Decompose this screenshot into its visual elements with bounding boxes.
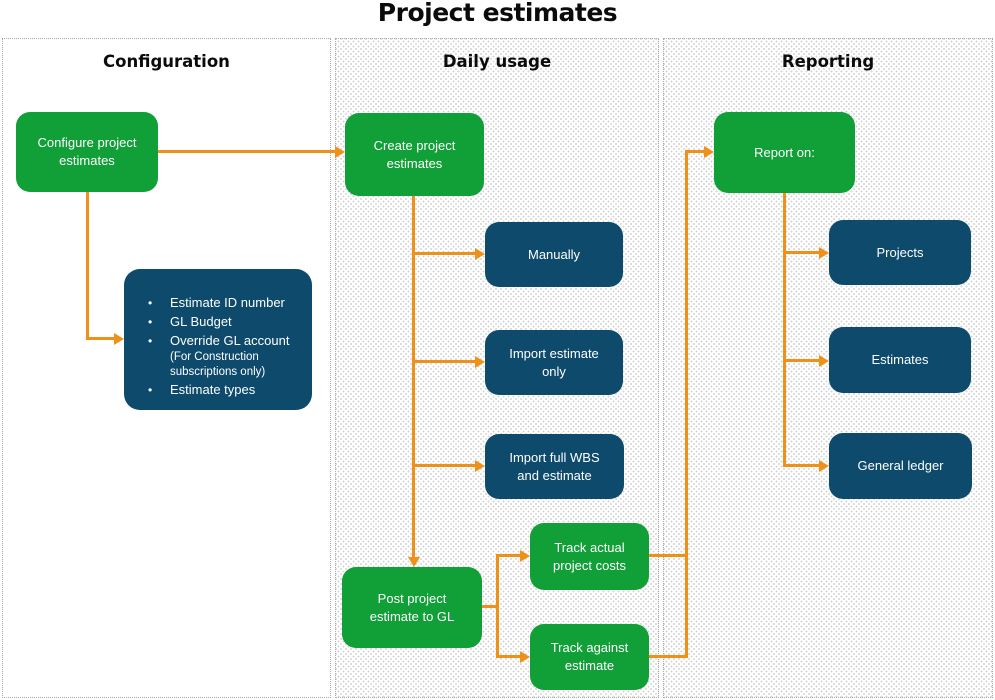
node-label: Manually <box>527 246 581 262</box>
connector-up-to-report <box>685 150 688 658</box>
node-configure-project-estimates: Configure project estimates <box>16 112 158 192</box>
connector-post-branch <box>496 554 499 658</box>
connector-configure-to-create <box>158 150 336 153</box>
arrowhead-into-post-icon <box>408 557 420 567</box>
bullet-icon: • <box>148 315 153 330</box>
node-label: Create project estimates <box>373 137 456 171</box>
connector-track-costs-right <box>649 554 688 557</box>
node-label: Track against estimate <box>550 640 629 673</box>
bullet-icon: • <box>148 382 153 397</box>
node-label: Projects <box>876 244 924 260</box>
node-label: Configure project estimates <box>37 135 137 168</box>
arrowhead-into-estimates-icon <box>819 355 829 367</box>
node-label: Track actual project costs <box>553 539 626 573</box>
connector-to-general-ledger <box>783 464 821 467</box>
arrowhead-into-manually-icon <box>475 248 485 260</box>
arrowhead-into-import-estimate-icon <box>475 356 485 368</box>
connector-to-track-costs <box>496 554 522 557</box>
arrowhead-into-import-wbs-icon <box>475 460 485 472</box>
node-track-against-estimate: Track against estimate <box>530 624 649 690</box>
connector-to-import-wbs <box>412 464 476 467</box>
node-configuration-details: • Estimate ID number • GL Budget • Overr… <box>124 269 312 410</box>
node-label: Report on: <box>754 144 815 160</box>
connector-post-right <box>482 605 499 608</box>
node-label: Import estimate only <box>509 345 599 379</box>
connector-track-estimate-right <box>649 655 688 658</box>
connector-to-report-on <box>685 150 706 153</box>
node-track-actual-costs: Track actual project costs <box>530 523 649 590</box>
node-import-full-wbs: Import full WBS and estimate <box>485 434 624 499</box>
list-item-label: Estimate ID number <box>170 295 285 310</box>
list-item-text: Override GL account <box>170 333 290 349</box>
connector-to-estimates <box>783 359 821 362</box>
connector-configure-to-details <box>86 337 116 340</box>
bullet-icon: • <box>148 296 153 310</box>
list-item: • Override GL account (For Construction … <box>148 333 298 378</box>
list-item-label: Override GL account (For Construction su… <box>170 333 298 378</box>
connector-create-down <box>412 196 415 557</box>
list-item: • Estimate ID number <box>148 295 298 311</box>
connector-to-track-estimate <box>496 655 522 658</box>
node-estimates: Estimates <box>829 327 971 393</box>
column-configuration-header: Configuration <box>103 52 230 71</box>
node-label: Import full WBS and estimate <box>509 449 600 483</box>
list-item-label: GL Budget <box>170 314 232 330</box>
node-manually: Manually <box>485 222 623 287</box>
arrowhead-into-details-icon <box>114 333 124 345</box>
node-post-project-estimate: Post project estimate to GL <box>342 567 482 648</box>
connector-to-projects <box>783 251 821 254</box>
column-reporting-header: Reporting <box>781 52 875 71</box>
node-label: Post project estimate to GL <box>369 590 455 624</box>
arrowhead-into-create-icon <box>335 146 345 158</box>
arrowhead-into-projects-icon <box>819 247 829 259</box>
node-create-project-estimates: Create project estimates <box>345 113 484 196</box>
arrowhead-into-track-estimate-icon <box>520 651 530 663</box>
node-general-ledger: General ledger <box>829 433 972 499</box>
list-item-label: Estimate types <box>170 381 256 397</box>
node-import-estimate-only: Import estimate only <box>485 330 623 395</box>
node-label: General ledger <box>857 458 944 474</box>
connector-report-down <box>783 193 786 467</box>
column-daily-usage-header: Daily usage <box>442 52 552 71</box>
node-report-on: Report on: <box>714 112 855 193</box>
list-item-note: (For Construction subscriptions only) <box>170 351 266 378</box>
connector-to-import-estimate <box>412 360 476 363</box>
list-item: • GL Budget <box>148 314 298 330</box>
list-item: • Estimate types <box>148 382 298 398</box>
bullet-icon: • <box>148 334 153 349</box>
connector-to-manually <box>412 252 476 255</box>
arrowhead-into-track-costs-icon <box>520 550 530 562</box>
arrowhead-into-report-on-icon <box>704 146 714 158</box>
connector-configure-down <box>86 192 89 339</box>
arrowhead-into-general-ledger-icon <box>819 460 829 472</box>
node-label: Estimates <box>871 352 929 368</box>
node-projects: Projects <box>829 220 971 285</box>
page-title: Project estimates <box>377 0 618 27</box>
